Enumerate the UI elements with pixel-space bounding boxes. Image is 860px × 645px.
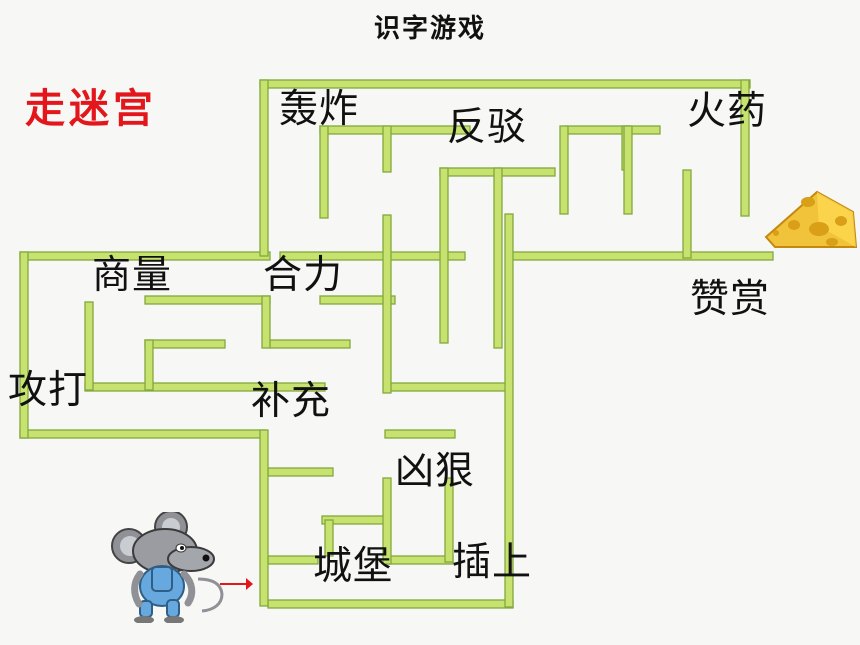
maze-wall: [319, 125, 329, 219]
mouse-icon: [111, 512, 224, 623]
word-chashang: 插上: [452, 540, 533, 585]
maze-wall: [259, 79, 269, 257]
maze-wall: [144, 339, 226, 349]
maze-wall: [493, 167, 503, 349]
maze-wall: [19, 429, 266, 439]
maze-wall: [267, 467, 334, 477]
page-title: 识字游戏: [373, 14, 486, 44]
maze-wall: [269, 339, 351, 349]
maze-wall: [324, 519, 334, 557]
maze-wall: [84, 301, 94, 391]
word-hongzha: 轰炸: [279, 87, 360, 132]
maze-wall: [19, 251, 29, 439]
maze-wall: [623, 125, 633, 215]
maze-wall: [382, 125, 392, 173]
maze-wall: [504, 213, 514, 608]
maze-wall: [507, 251, 774, 261]
maze-wall: [444, 477, 454, 563]
maze-wall: [259, 429, 269, 607]
maze-wall: [261, 295, 271, 349]
word-chengbao: 城堡: [313, 544, 394, 589]
maze-wall: [319, 295, 396, 305]
maze-wall: [382, 214, 392, 394]
word-zanshang: 赞赏: [690, 277, 771, 322]
maze-wall: [564, 125, 661, 135]
maze-wall: [384, 382, 511, 392]
cheese-icon: [764, 190, 858, 248]
maze-wall: [382, 477, 392, 565]
maze-wall: [267, 555, 319, 565]
maze-wall: [144, 339, 154, 391]
maze-wall: [439, 167, 449, 344]
maze-wall: [740, 79, 750, 217]
word-gongda: 攻打: [8, 368, 89, 413]
word-xionghen: 凶狠: [395, 449, 476, 494]
word-huoyao: 火药: [687, 89, 768, 134]
arrow-icon: [220, 578, 253, 590]
word-heli: 合力: [263, 253, 344, 298]
maze-wall: [267, 599, 514, 609]
maze-title: 走迷宫: [25, 85, 157, 132]
maze-wall: [682, 169, 692, 259]
maze-wall: [384, 429, 456, 439]
maze-wall: [387, 555, 454, 565]
maze-wall: [279, 251, 466, 261]
word-shangliang: 商量: [92, 253, 173, 298]
maze-wall: [559, 125, 569, 215]
word-fanbo: 反驳: [447, 105, 528, 150]
word-buchong: 补充: [251, 379, 332, 424]
